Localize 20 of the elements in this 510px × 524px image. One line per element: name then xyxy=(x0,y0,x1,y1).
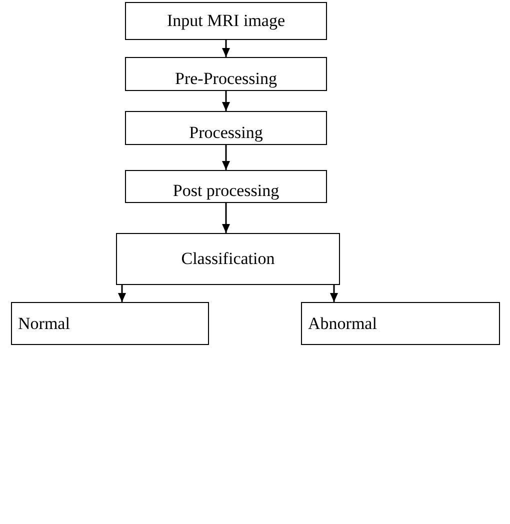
process-box xyxy=(125,111,327,145)
process-box xyxy=(125,170,327,203)
process-box xyxy=(11,302,209,345)
arrow xyxy=(118,285,126,302)
box-label: Normal xyxy=(18,314,70,334)
arrow xyxy=(330,285,338,302)
box-label: Pre-Processing xyxy=(175,69,277,89)
box-label: Post processing xyxy=(172,181,280,201)
arrow xyxy=(222,145,230,170)
arrow xyxy=(222,40,230,57)
process-box xyxy=(301,302,500,345)
arrow xyxy=(222,203,230,233)
arrow xyxy=(222,91,230,111)
process-box xyxy=(116,233,340,285)
process-box xyxy=(125,57,327,91)
box-label: Processing xyxy=(189,123,263,143)
box-label: Input MRI image xyxy=(166,11,286,31)
box-label: Abnormal xyxy=(308,314,377,334)
box-label: Classification xyxy=(181,249,275,269)
process-box xyxy=(125,2,327,40)
